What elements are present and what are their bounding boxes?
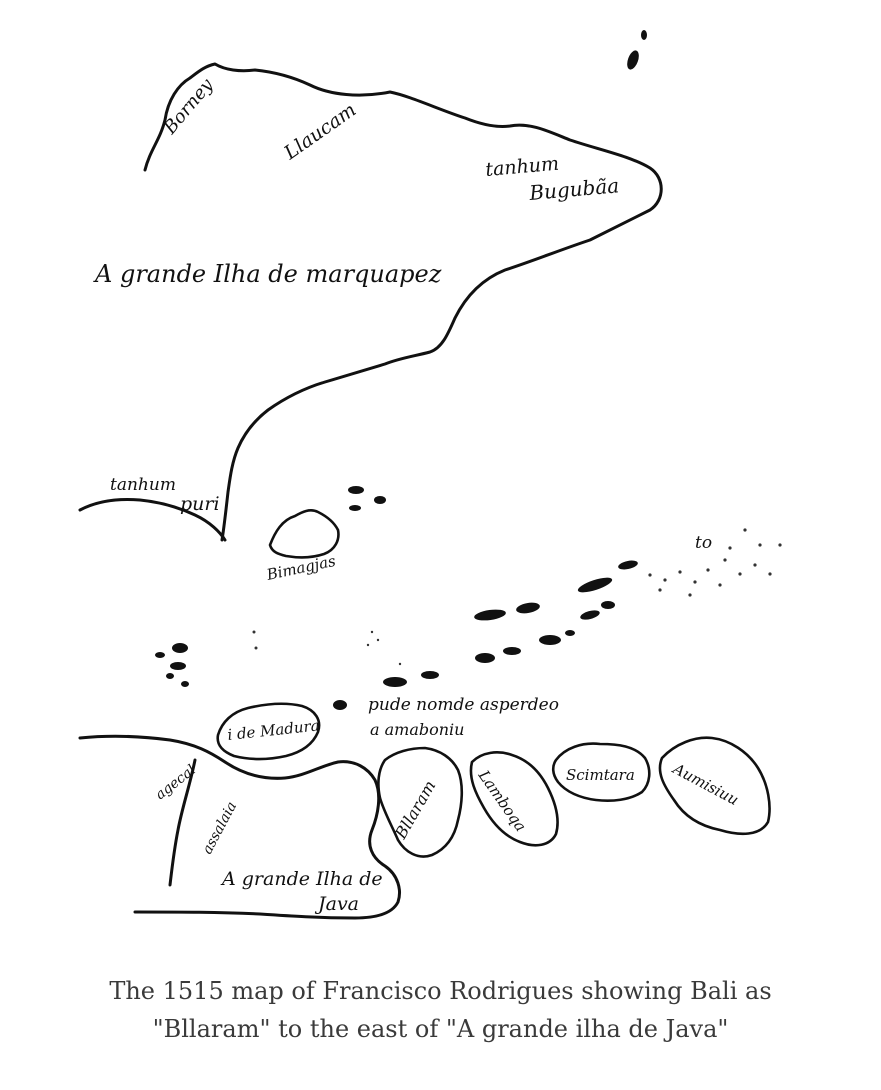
madura-island-outline [216, 702, 321, 761]
rodrigues-map: Borney Llaucam tanhum Bugubãa A grande I… [78, 30, 782, 920]
bllaram-island-outline [377, 746, 464, 858]
scimtara-island-outline [551, 742, 651, 803]
label-to: to [695, 533, 712, 553]
java-coastline [78, 734, 401, 920]
reef-specks [252, 528, 782, 666]
caption-line-2: "Bllaram" to the east of "A grande ilha … [152, 1015, 729, 1043]
label-tanhum-1: tanhum [485, 153, 560, 181]
small-island-outline [268, 509, 340, 559]
label-puri: puri [180, 493, 220, 515]
tanjung-puri-coast [78, 498, 227, 542]
label-grande-ilha: A grande Ilha de marquapez [93, 260, 442, 288]
label-rede: pude nomde asperdeo [368, 695, 559, 715]
label-bugubaa: Bugubãa [527, 173, 620, 205]
label-assalaia: assalaia [199, 799, 240, 857]
label-tanhum-2: tanhum [110, 475, 176, 495]
label-scimtara: Scimtara [566, 766, 635, 784]
label-agecal: agecal [153, 762, 199, 803]
label-java-1: A grande Ilha de [220, 868, 383, 890]
label-amaboniu: a amaboniu [370, 720, 464, 739]
label-java-2: Java [314, 893, 359, 915]
label-llaucam: Llaucam [279, 99, 360, 165]
islets-group [155, 30, 647, 710]
lamboqa-island-outline [469, 751, 559, 847]
aumisiuu-island-outline [658, 736, 771, 836]
caption-line-1: The 1515 map of Francisco Rodrigues show… [109, 977, 772, 1005]
java-strait-line [168, 758, 197, 887]
borneo-coastline [143, 62, 663, 542]
map-caption: The 1515 map of Francisco Rodrigues show… [60, 972, 821, 1048]
